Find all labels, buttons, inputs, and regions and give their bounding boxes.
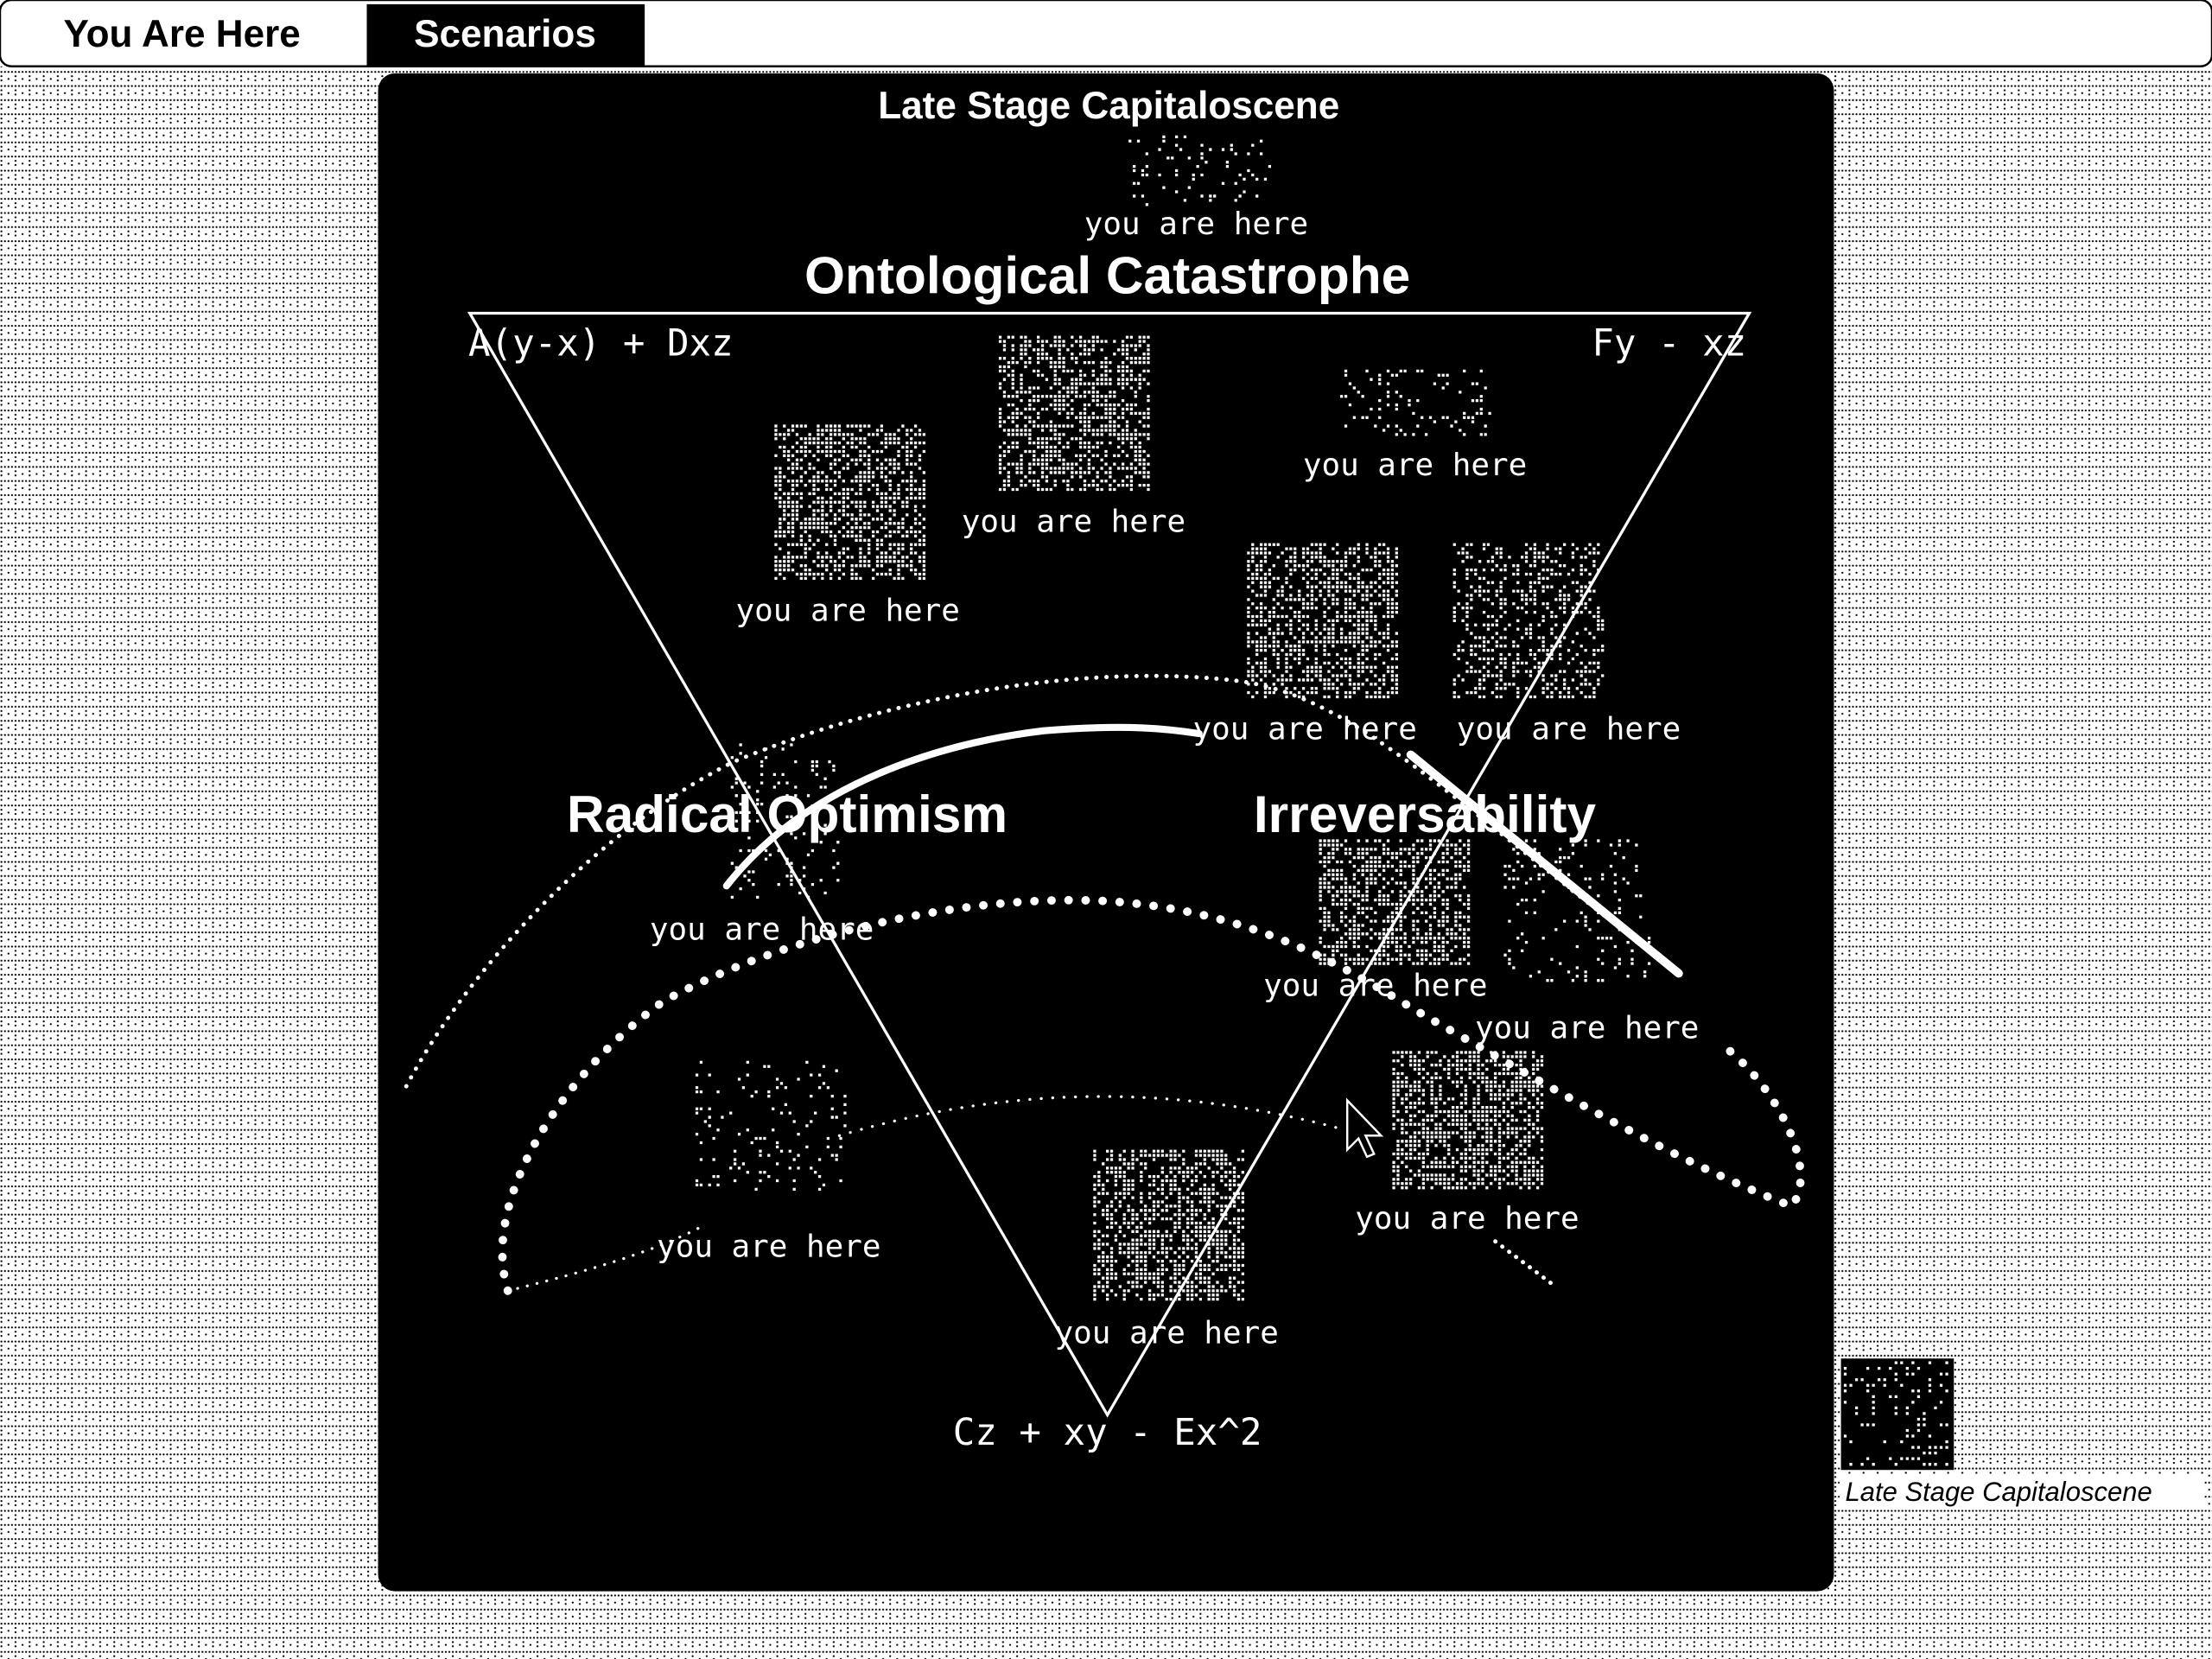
equation-top-right: Fy - xz [1592,322,1746,365]
marker-label: you are here [962,505,1185,540]
marker-label: you are here [657,1230,880,1265]
mouse-cursor-icon [1345,1097,1384,1159]
scenario-triangle [467,311,1752,1418]
marker-texture [1503,839,1651,982]
you-are-here-marker[interactable]: you are here [650,743,874,947]
marker-label: you are here [736,593,960,628]
trajectory-inner [498,895,1805,1295]
trajectory-end [1493,1239,1554,1287]
you-are-here-marker[interactable]: you are here [1475,839,1699,1046]
you-are-here-marker[interactable]: you are here [1355,1051,1580,1236]
attractor-trajectories [404,673,1805,1295]
marker-texture [1247,543,1398,699]
marker-label: you are here [1355,1201,1579,1236]
region-radical-optimism: Radical Optimism [567,785,1007,843]
you-are-here-marker[interactable]: you are here [657,1060,881,1265]
marker-label: you are here [1457,712,1681,747]
equation-bottom: Cz + xy - Ex^2 [953,1412,1262,1454]
icon-texture [1843,1361,1948,1466]
trajectory-streak [1406,750,1683,978]
scenario-window: Late Stage Capitaloscene you are here you… [378,73,1834,1592]
you-are-here-marker[interactable]: you are here [1303,369,1527,483]
trajectory-solid [722,723,1203,890]
menu-scenarios[interactable]: Scenarios [366,3,645,67]
menu-you-are-here[interactable]: You Are Here [63,13,300,55]
marker-texture [695,1060,847,1191]
marker-texture [1128,135,1272,207]
you-are-here-marker[interactable]: you are here [1084,135,1308,242]
marker-texture [1093,1149,1244,1301]
you-are-here-marker[interactable]: you are here [736,424,960,628]
window-title: Late Stage Capitaloscene [878,85,1339,127]
marker-label: you are here [650,912,874,947]
marker-texture [1452,543,1605,699]
marker-label: you are here [1054,1315,1278,1351]
marker-label: you are here [1475,1011,1699,1046]
region-ontological-catastrophe: Ontological Catastrophe [804,246,1410,305]
marker-texture [774,424,926,581]
marker-label: you are here [1084,207,1308,242]
you-are-here-marker[interactable]: you are here [1192,543,1417,747]
desktop-icon-late-stage-capitaloscene[interactable]: Late Stage Capitaloscene [1839,1358,2204,1509]
region-irreversability: Irreversability [1254,785,1597,843]
menu-label: You Are Here [63,13,300,55]
marker-label: you are here [1192,712,1416,747]
equation-top-left: A(y-x) + Dxz [468,322,734,365]
marker-label: you are here [1303,448,1527,483]
desktop-icon-label: Late Stage Capitaloscene [1846,1477,2152,1507]
you-are-here-marker[interactable]: you are here [1054,1149,1279,1351]
menu-label: Scenarios [414,13,596,55]
menu-bar: You Are Here Scenarios [0,0,2212,67]
marker-texture [1392,1051,1544,1190]
you-are-here-marker[interactable]: you are here [1452,543,1681,747]
window-frame [378,73,1834,1592]
